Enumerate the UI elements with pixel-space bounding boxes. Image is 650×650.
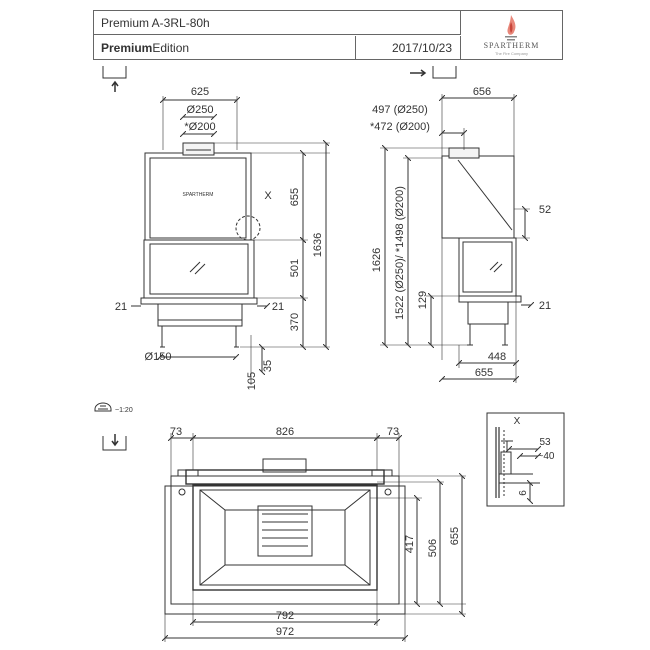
- front-glass-height-label: 501: [289, 259, 301, 277]
- plan-view: [165, 433, 466, 642]
- brand-subtitle: The Fire Company: [494, 51, 529, 56]
- model-title: Premium A-3RL-80h: [94, 11, 461, 35]
- front-top-height-label: 655: [289, 188, 301, 206]
- side-top-depth-label: 656: [473, 86, 491, 98]
- plan-depth-417-label: 417: [404, 535, 416, 553]
- edition-label: PremiumEdition: [94, 36, 356, 60]
- scale-label: ~1:20: [115, 407, 133, 414]
- brand-name: SPARTHERM: [483, 41, 540, 50]
- detail-dim-53-label: 53: [539, 437, 551, 448]
- front-view-labels: 625 Ø250 *Ø200 655 501 370 1636 21 21 Ø1…: [115, 86, 324, 390]
- plan-depth-655-label: 655: [449, 527, 461, 545]
- brand-logo: SPARTHERM The Fire Company: [461, 11, 562, 59]
- edition-rest: Edition: [152, 41, 190, 55]
- edition-bold: Premium: [101, 41, 153, 55]
- front-view: [131, 96, 330, 385]
- drawing-date: 2017/10/23: [356, 36, 461, 60]
- detail-dim-6-label: 6: [518, 490, 529, 496]
- plan-width-792-label: 792: [276, 610, 294, 622]
- side-total-height-label: 1626: [371, 248, 383, 272]
- front-side-left-label: 21: [115, 301, 127, 313]
- side-flue-height-label: 1522 (Ø250)/ *1498 (Ø200): [394, 186, 406, 320]
- front-width-label: 625: [191, 86, 209, 98]
- top-view-symbol: [102, 434, 127, 451]
- side-flue-offset-200-label: *472 (Ø200): [370, 121, 430, 133]
- detail-view-labels: X 53 ~40 6: [514, 416, 555, 496]
- front-plinth-label: 370: [289, 313, 301, 331]
- detail-mark-label: X: [514, 416, 521, 427]
- plan-width-972-label: 972: [276, 626, 294, 638]
- front-side-right-label: 21: [272, 301, 284, 313]
- front-view-symbol: [102, 66, 127, 92]
- side-depth-655-label: 655: [475, 367, 493, 379]
- detail-dim-40-label: ~40: [538, 451, 555, 462]
- detail-view: [486, 412, 565, 507]
- side-side-right-label: 21: [539, 300, 551, 312]
- side-view-symbol: [410, 66, 457, 79]
- front-flue-200-label: *Ø200: [184, 121, 215, 133]
- plan-depth-506-label: 506: [427, 539, 439, 557]
- side-collar-label: 52: [539, 204, 551, 216]
- front-foot-105-label: 105: [246, 372, 258, 390]
- plan-left-73-label: 73: [170, 426, 182, 438]
- side-depth-448-label: 448: [488, 351, 506, 363]
- flame-icon: [505, 15, 517, 41]
- side-dim-129-label: 129: [417, 291, 429, 309]
- scale-symbol: [94, 402, 112, 412]
- front-flue-250-label: Ø250: [187, 104, 214, 116]
- title-block: Premium A-3RL-80h PremiumEdition 2017/10…: [93, 10, 563, 60]
- side-flue-offset-250-label: 497 (Ø250): [372, 104, 428, 116]
- front-leg-diameter-label: Ø150: [145, 351, 172, 363]
- front-logo-label: SPARTHERM: [183, 192, 214, 198]
- plan-view-labels: 73 826 73 417 506 655 792 972: [170, 426, 461, 638]
- side-view-labels: 497 (Ø250) *472 (Ø200) 656 52 1626 1522 …: [370, 86, 551, 379]
- front-detail-mark: X: [264, 190, 272, 202]
- plan-width-826-label: 826: [276, 426, 294, 438]
- front-foot-35-label: 35: [262, 360, 274, 372]
- front-total-height-label: 1636: [312, 233, 324, 257]
- side-view: [380, 94, 531, 383]
- plan-right-73-label: 73: [387, 426, 399, 438]
